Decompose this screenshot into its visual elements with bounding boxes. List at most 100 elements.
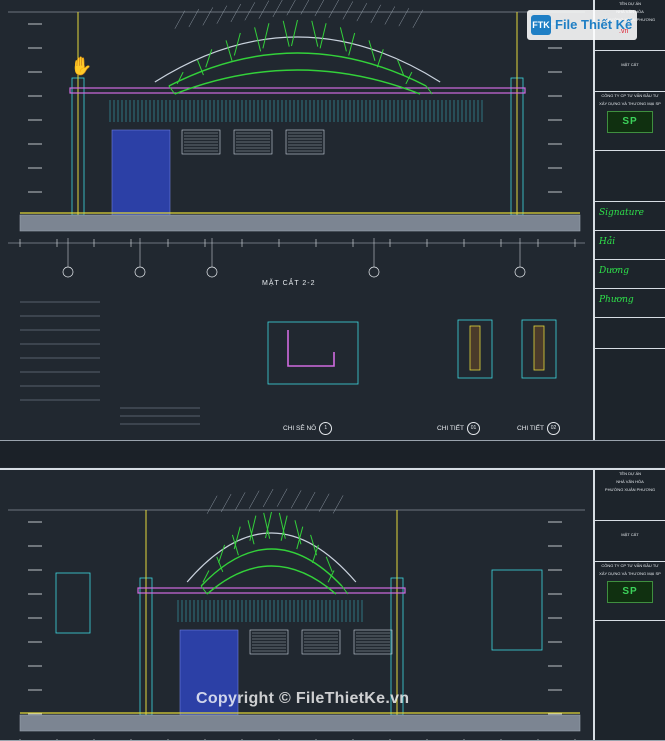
roof-hatch bbox=[258, 0, 270, 19]
truss-web bbox=[263, 512, 271, 539]
roof-hatch bbox=[384, 6, 396, 25]
signature: Hải bbox=[599, 237, 616, 247]
signature-cell: Signature bbox=[595, 202, 665, 231]
grid-axis-bubble bbox=[514, 266, 526, 278]
truss-web bbox=[176, 71, 184, 85]
title-block-bottom: TÊN DỰ ÁN NHÀ VĂN HÓA PHƯỜNG XUÂN PHƯƠNG… bbox=[593, 470, 665, 740]
detail-box-left bbox=[55, 572, 91, 634]
roof-hatch bbox=[398, 8, 410, 27]
truss-web bbox=[200, 585, 208, 595]
company-cell: CÔNG TY CP TƯ VẤN ĐẦU TƯ XÂY DỰNG VÀ THƯ… bbox=[595, 562, 665, 621]
truss-web bbox=[397, 59, 405, 76]
roof-slab bbox=[69, 87, 526, 94]
detail-box-01 bbox=[457, 319, 493, 379]
truss-web bbox=[205, 49, 213, 68]
roof-hatch bbox=[290, 490, 302, 509]
floor-slab bbox=[19, 714, 581, 732]
window bbox=[249, 629, 289, 655]
company-line: XÂY DỰNG VÀ THƯƠNG MẠI SP bbox=[599, 571, 661, 576]
truss-web bbox=[339, 27, 347, 52]
detail-box-right bbox=[491, 569, 543, 651]
roof-slab bbox=[137, 587, 406, 594]
site-logo-text: File Thiết Kế bbox=[555, 17, 633, 32]
copyright-watermark: Copyright © FileThietKe.vn bbox=[196, 690, 410, 707]
roof-outline bbox=[186, 532, 357, 583]
section-title: MẶT CẮT 2-2 bbox=[262, 280, 316, 287]
truss-web bbox=[254, 27, 262, 52]
project-line: PHƯỜNG XUÂN PHƯƠNG bbox=[604, 487, 656, 492]
roof-hatch bbox=[276, 488, 288, 507]
truss-web bbox=[265, 511, 272, 539]
truss-web bbox=[341, 585, 349, 595]
pan-hand-icon: ✋ bbox=[70, 56, 93, 76]
project-line: NHÀ VĂN HÓA bbox=[616, 479, 644, 484]
drawing-code-cell bbox=[595, 151, 665, 202]
detail-column-02 bbox=[533, 325, 545, 371]
truss-web bbox=[294, 520, 302, 545]
sheet-number-cell bbox=[595, 349, 665, 389]
truss-web bbox=[291, 19, 298, 47]
signature: Phương bbox=[599, 295, 634, 305]
grid-axis-bubble bbox=[62, 266, 74, 278]
roof-hatch bbox=[202, 7, 214, 26]
truss-web bbox=[249, 515, 257, 541]
truss-web bbox=[247, 520, 255, 545]
roof-hatch bbox=[272, 0, 283, 18]
site-logo-icon: FTK bbox=[531, 15, 551, 35]
truss-web bbox=[425, 85, 433, 95]
truss-web bbox=[325, 556, 333, 573]
drawing-name: MẶT CẮT bbox=[621, 62, 639, 67]
site-logo[interactable]: FTK File Thiết Kế .vn bbox=[527, 10, 637, 40]
roof-outline bbox=[154, 36, 441, 83]
project-line: TÊN DỰ ÁN bbox=[618, 471, 642, 476]
truss-web bbox=[233, 32, 241, 56]
main-door bbox=[179, 629, 239, 716]
truss-web bbox=[348, 32, 356, 56]
detail-column-01 bbox=[469, 325, 481, 371]
company-line: CÔNG TY CP TƯ VẤN ĐẦU TƯ bbox=[601, 563, 659, 568]
roof-hatch bbox=[314, 0, 325, 17]
roof-hatch bbox=[174, 10, 186, 29]
truss-web bbox=[225, 40, 233, 61]
window bbox=[181, 129, 221, 155]
company-line: XÂY DỰNG VÀ THƯƠNG MẠI SP bbox=[599, 101, 661, 106]
signature-cell: Phương bbox=[595, 289, 665, 318]
window bbox=[285, 129, 325, 155]
detail-box-02 bbox=[521, 319, 557, 379]
roof-hatch bbox=[188, 8, 200, 28]
title-block-top: TÊN DỰ ÁN NHÀ VĂN HÓA PHƯỜNG XUÂN PHƯƠNG… bbox=[593, 0, 665, 440]
scale-cell bbox=[595, 318, 665, 349]
roof-hatch bbox=[206, 495, 218, 514]
drawing-name: MẶT CẮT bbox=[621, 532, 639, 537]
signature-cell: Dương bbox=[595, 260, 665, 289]
window bbox=[301, 629, 341, 655]
arch-truss-bottom bbox=[174, 69, 421, 95]
roof-hatch bbox=[370, 4, 382, 23]
signature-cell: Hải bbox=[595, 231, 665, 260]
window bbox=[233, 129, 273, 155]
signature: Signature bbox=[599, 208, 645, 218]
truss-web bbox=[282, 20, 290, 47]
section-drawing-top bbox=[8, 0, 585, 425]
truss-web bbox=[405, 71, 413, 85]
roof-hatch bbox=[262, 488, 274, 508]
truss-web bbox=[327, 570, 335, 583]
grid-axis-bubble bbox=[206, 266, 218, 278]
roof-hatch bbox=[248, 490, 260, 509]
truss-web bbox=[280, 515, 288, 541]
roof-hatch bbox=[216, 5, 228, 24]
truss-web bbox=[233, 526, 241, 550]
roof-hatch bbox=[328, 0, 340, 18]
truss-web bbox=[368, 40, 376, 61]
drawing-name-cell: MẶT CẮT bbox=[595, 531, 665, 562]
company-logo: SP bbox=[607, 581, 653, 603]
truss-web bbox=[262, 23, 270, 49]
truss-web bbox=[296, 526, 304, 550]
roof-hatch bbox=[412, 9, 424, 28]
truss-web bbox=[311, 544, 319, 564]
truss-web bbox=[278, 512, 286, 539]
